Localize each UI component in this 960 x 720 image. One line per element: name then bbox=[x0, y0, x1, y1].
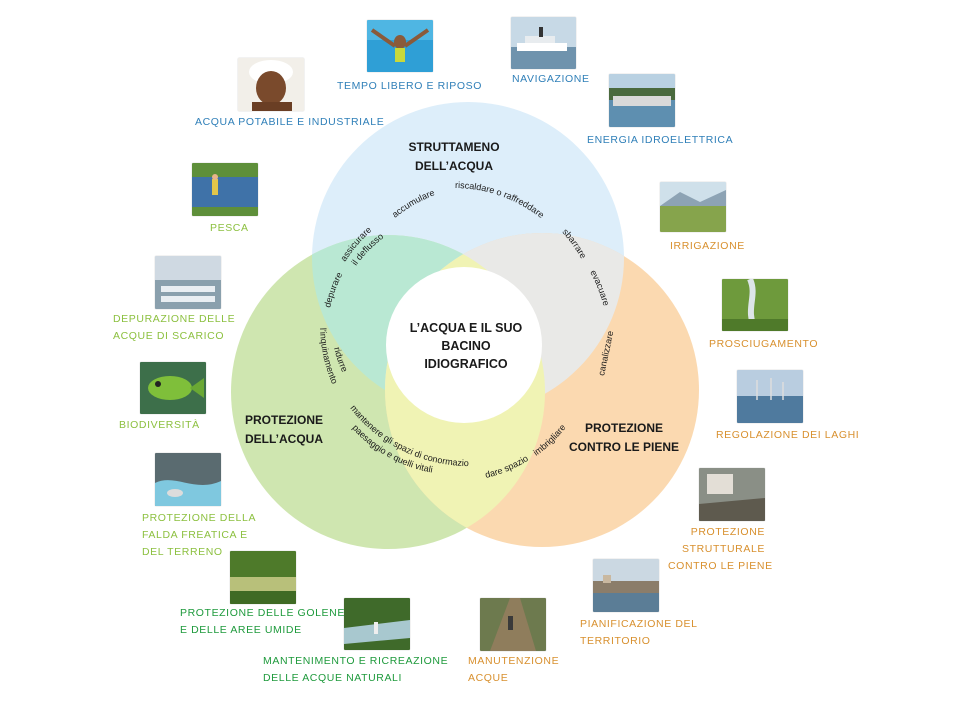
photo-river-rocks bbox=[155, 453, 221, 506]
photo-ship bbox=[511, 17, 576, 69]
label-manutenzione: MANUTENZIONE ACQUE bbox=[468, 653, 559, 687]
label-depurazione-line1: DEPURAZIONE DELLE bbox=[113, 313, 236, 325]
photo-dam bbox=[609, 74, 675, 127]
label-falda-line3: DEL TERRENO bbox=[142, 546, 223, 558]
photo-drained-field bbox=[722, 279, 788, 331]
label-falda-freatica: PROTEZIONE DELLA FALDA FREATICA E DEL TE… bbox=[142, 510, 256, 561]
center-title-line3: IDIOGRAFICO bbox=[424, 357, 508, 371]
label-tempo-libero: TEMPO LIBERO E RIPOSO bbox=[337, 80, 483, 92]
label-falda-line1: PROTEZIONE DELLA bbox=[142, 512, 257, 524]
photo-irrigation bbox=[660, 182, 726, 232]
photo-stream-people bbox=[344, 598, 410, 650]
label-depurazione: DEPURAZIONE DELLE ACQUE DI SCARICO bbox=[113, 311, 235, 345]
top-circle-title-line1: STRUTTAMENO bbox=[408, 140, 499, 154]
label-manutenzione-line1: MANUTENZIONE bbox=[468, 655, 560, 667]
label-pesca: PESCA bbox=[210, 222, 249, 234]
label-strutturale-line3: CONTRO LE PIENE bbox=[668, 560, 773, 572]
right-circle-title-line2: CONTRO LE PIENE bbox=[569, 440, 679, 454]
label-protezione-strutturale: PROTEZIONE STRUTTURALE CONTRO LE PIENE bbox=[668, 524, 773, 575]
top-circle-title-line2: DELL’ACQUA bbox=[415, 159, 493, 173]
label-falda-line2: FALDA FREATICA E bbox=[142, 529, 248, 541]
label-depurazione-line2: ACQUE DI SCARICO bbox=[113, 330, 225, 342]
photo-woman bbox=[238, 58, 304, 111]
label-pianificazione: PIANIFICAZIONE DEL TERRITORIO bbox=[580, 616, 698, 650]
photo-treatment-plant bbox=[155, 256, 221, 309]
label-mantenimento: MANTENIMENTO E RICREAZIONE DELLE ACQUE N… bbox=[263, 653, 448, 687]
label-pianificazione-line1: PIANIFICAZIONE DEL bbox=[580, 618, 698, 630]
label-regolazione-laghi: REGOLAZIONE DEI LAGHI bbox=[716, 429, 860, 441]
photo-lake bbox=[737, 370, 803, 423]
photo-fisherman bbox=[192, 163, 258, 216]
right-circle-title-line1: PROTEZIONE bbox=[585, 421, 663, 435]
label-strutturale-line2: STRUTTURALE bbox=[681, 543, 765, 555]
left-circle-title-line2: DELL’ACQUA bbox=[245, 432, 323, 446]
label-golene-line1: PROTEZIONE DELLE GOLENE bbox=[180, 607, 345, 619]
center-circle bbox=[386, 267, 542, 423]
left-circle-title-line1: PROTEZIONE bbox=[245, 413, 323, 427]
photo-fish bbox=[140, 362, 206, 414]
photo-flood-damage bbox=[699, 468, 765, 521]
photo-maintenance-workers bbox=[480, 598, 546, 651]
label-manutenzione-line2: ACQUE bbox=[468, 672, 509, 684]
photo-town-lake bbox=[593, 559, 659, 612]
center-title-line2: BACINO bbox=[441, 339, 491, 353]
label-strutturale-line1: PROTEZIONE bbox=[690, 526, 765, 538]
label-acqua-potabile: ACQUA POTABILE E INDUSTRIALE bbox=[195, 116, 385, 128]
photo-wetland bbox=[230, 551, 296, 604]
label-navigazione: NAVIGAZIONE bbox=[512, 73, 590, 85]
label-mantenimento-line1: MANTENIMENTO E RICREAZIONE bbox=[263, 655, 449, 667]
label-energia-idroelettrica: ENERGIA IDROELETTRICA bbox=[587, 134, 734, 146]
label-mantenimento-line2: DELLE ACQUE NATURALI bbox=[263, 672, 403, 684]
center-title-line1: L’ACQUA E IL SUO bbox=[410, 321, 523, 335]
label-golene: PROTEZIONE DELLE GOLENE E DELLE AREE UMI… bbox=[180, 605, 345, 639]
label-biodiversita: BIODIVERSITÀ bbox=[119, 419, 200, 431]
photo-swimmer bbox=[367, 20, 433, 72]
label-golene-line2: E DELLE AREE UMIDE bbox=[180, 624, 302, 636]
label-prosciugamento: PROSCIUGAMENTO bbox=[709, 338, 819, 350]
label-irrigazione: IRRIGAZIONE bbox=[670, 240, 745, 252]
label-pianificazione-line2: TERRITORIO bbox=[580, 635, 651, 647]
